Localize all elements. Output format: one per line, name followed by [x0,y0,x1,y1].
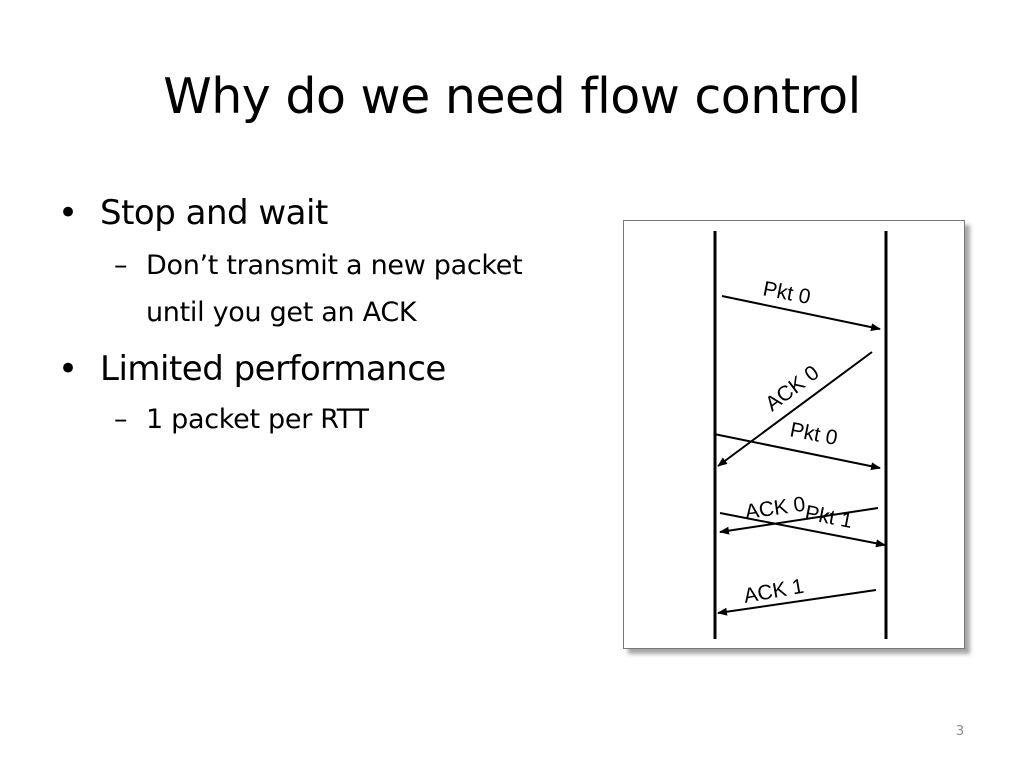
ack0-first-label: ACK 0 [761,361,823,416]
pkt0-second-arrow [713,433,881,471]
sub-bullet-dont-transmit: – Don’t transmit a new packet until you … [114,242,536,336]
ack1-label: ACK 1 [742,575,806,608]
sub-bullet-dash: – [114,250,128,281]
bullet-text: Limited performance [100,349,446,389]
pkt0-second-label: Pkt 0 [788,418,839,450]
pkt1-label: Pkt 1 [803,501,854,533]
bullet-list: • Stop and wait – Don’t transmit a new p… [58,190,578,453]
sub-bullet-dash: – [114,404,128,435]
page-number: 3 [955,724,965,739]
ack0-second-arrow [719,507,879,535]
ack0-first-arrow [717,351,873,467]
bullet-limited-performance: • Limited performance [58,346,578,392]
pkt0-first-label: Pkt 0 [761,277,812,309]
bullet-text: Stop and wait [100,193,328,233]
stop-and-wait-diagram: Pkt 0 ACK 0 Pkt 0 ACK 0 Pkt 1 ACK 1 [623,220,965,649]
bullet-stop-and-wait: • Stop and wait [58,190,578,236]
bullet-dot: • [58,349,78,389]
sub-bullet-text: Don’t transmit a new packet until you ge… [146,250,523,328]
slide-title: Why do we need flow control [163,68,861,125]
timeline-svg: Pkt 0 ACK 0 Pkt 0 ACK 0 Pkt 1 ACK 1 [713,231,888,639]
ack1-arrow [717,589,877,616]
sub-bullet-text: 1 packet per RTT [146,404,369,435]
sub-bullet-packet-per-rtt: – 1 packet per RTT [114,396,536,443]
pkt0-first-arrow [721,295,881,332]
bullet-dot: • [58,193,78,233]
pkt1-arrow [719,512,886,548]
